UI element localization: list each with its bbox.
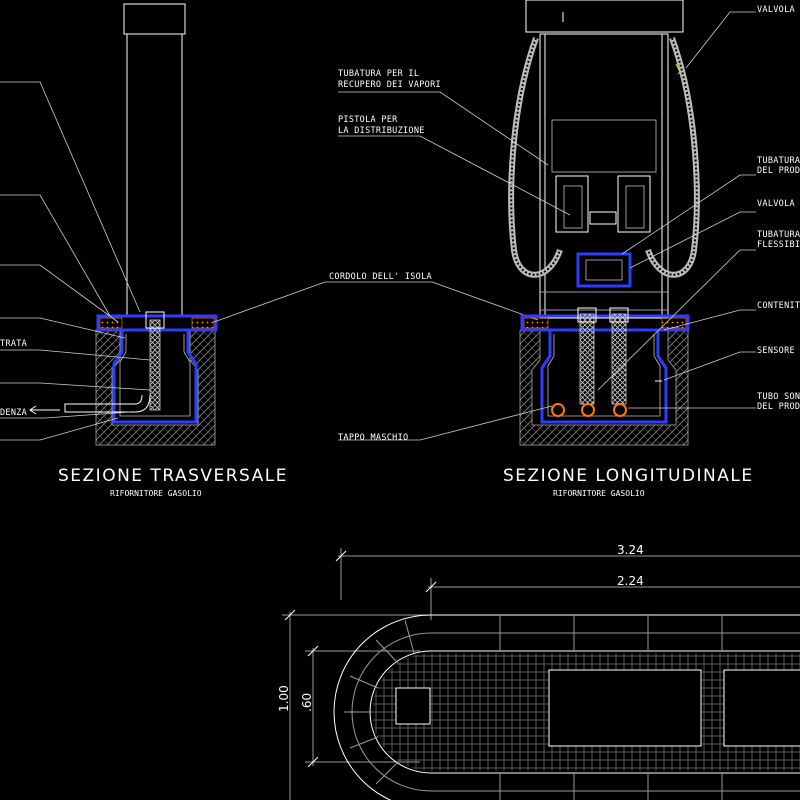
nozzle-left (555, 175, 589, 233)
soil-hatch-right (519, 329, 689, 446)
label-pistola-1: PISTOLA PER (338, 115, 398, 125)
dim-overall: 3.24 (617, 543, 644, 557)
pipe-end-2 (581, 403, 595, 417)
label-tubatura-flex-2: FLESSIBILE (757, 240, 800, 250)
label-valvola-mid: VALVOLA D (757, 199, 800, 209)
curb-band (344, 615, 800, 800)
label-contenitore: CONTENITO (757, 301, 800, 311)
label-tubo-2: DEL PROD (757, 402, 800, 412)
sump-right (540, 330, 668, 424)
pipe-end-1 (551, 403, 565, 417)
label-pistola-2: LA DISTRIBUZIONE (338, 126, 425, 136)
section-longitudinal: TUBATURA PER IL RECUPERO DEI VAPORI PIST… (338, 0, 800, 498)
label-tubatura-prod-1: TUBATURA (757, 156, 800, 166)
cordolo-callout: CORDOLO DELL' ISOLA (213, 272, 539, 323)
island-outline (333, 614, 800, 800)
vertical-pipe-left (149, 319, 161, 411)
label-cordolo: CORDOLO DELL' ISOLA (329, 272, 432, 282)
dim-height-inner: .60 (300, 693, 314, 712)
curb-left-a (99, 317, 123, 329)
leaders-left (0, 81, 151, 441)
subtitle-longitudinal: RIFORNITORE GASOLIO (553, 489, 645, 498)
label-tappo: TAPPO MASCHIO (338, 433, 408, 443)
leaders-right (338, 11, 756, 441)
label-sensore: SENSORE (757, 346, 795, 356)
plan-view: 3.24 2.24 1.00 .60 (277, 543, 800, 800)
nozzle-right (617, 175, 651, 233)
label-tubatura-vapori-2: RECUPERO DEI VAPORI (338, 80, 441, 90)
valve-block (576, 252, 632, 288)
label-valvola-top: VALVOLA D (757, 5, 800, 15)
pipe-end-3 (613, 403, 627, 417)
label-tubatura-flex-1: TUBATURA (757, 230, 800, 240)
plan-block-center (548, 669, 702, 747)
title-transversal: SEZIONE TRASVERSALE (58, 466, 288, 486)
title-longitudinal: SEZIONE LONGITUDINALE (503, 466, 754, 486)
label-trata: TRATA (0, 339, 27, 349)
label-tubatura-prod-2: DEL PROD (757, 166, 800, 176)
dim-inner: 2.24 (617, 574, 644, 588)
dispenser-head (525, 0, 684, 33)
curb-left-b (191, 317, 215, 329)
hose-right (645, 36, 700, 278)
subtitle-transversal: RIFORNITORE GASOLIO (110, 489, 202, 498)
dispenser-column (123, 3, 186, 35)
label-tubo-1: TUBO SON (757, 392, 800, 402)
plan-block-right (723, 669, 800, 747)
sump-left (112, 330, 198, 424)
section-transversal: TRATA DENZA SEZIONE TRASVERSALE RIFORNIT… (0, 3, 288, 498)
label-denza: DENZA (0, 408, 27, 418)
plan-block-left (395, 687, 431, 725)
label-tubatura-vapori-1: TUBATURA PER IL (338, 69, 419, 79)
dim-height-outer: 1.00 (277, 685, 291, 712)
soil-hatch-left (95, 329, 216, 446)
